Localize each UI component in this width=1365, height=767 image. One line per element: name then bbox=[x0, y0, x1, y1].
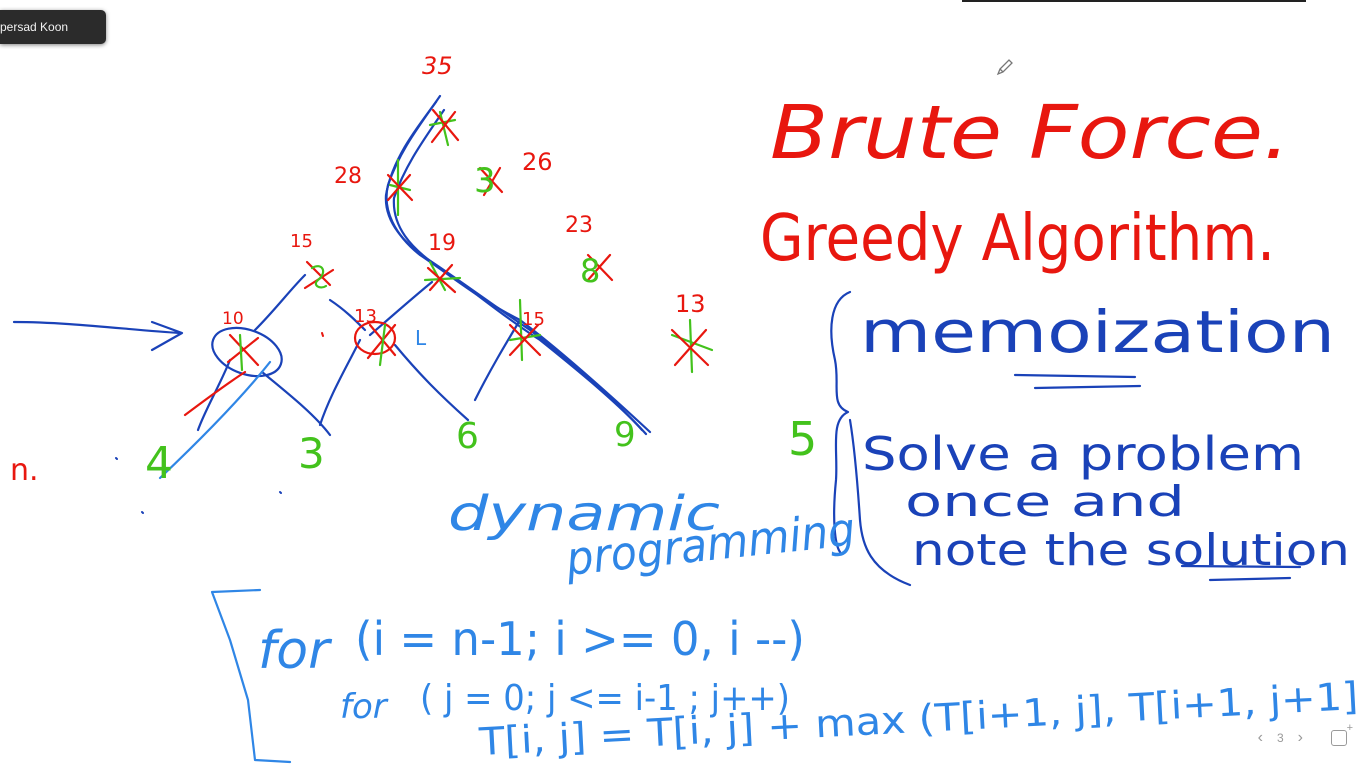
total-13-far: 13 bbox=[675, 290, 706, 318]
code-line1: (i = n-1; i >= 0, i --) bbox=[355, 612, 805, 666]
memo-brace bbox=[830, 290, 852, 554]
total-15-left: 15 bbox=[290, 231, 313, 252]
value-7: 7 bbox=[0, 0, 1, 1]
total-23: 23 bbox=[565, 213, 593, 238]
page-navigator: ‹ 3 › bbox=[1257, 722, 1353, 749]
value-6: 6 bbox=[456, 416, 479, 457]
presenter-name-tag: persad Koon bbox=[0, 10, 106, 44]
total-35: 35 bbox=[422, 52, 453, 80]
value-8: 8 bbox=[580, 252, 600, 290]
memo-title: memoization bbox=[860, 298, 1335, 366]
value-3-bottom: 3 bbox=[298, 429, 325, 478]
memo-line1: Solve a problem bbox=[862, 427, 1304, 481]
new-page-icon[interactable] bbox=[1331, 722, 1353, 746]
total-15-right: 15 bbox=[522, 309, 545, 330]
side-value-5: 5 bbox=[788, 412, 817, 466]
memo-line3: note the solution bbox=[912, 525, 1350, 576]
code-line2-keyword: for bbox=[340, 687, 389, 727]
code-line1-keyword: for bbox=[258, 621, 333, 681]
total-28: 28 bbox=[334, 164, 362, 189]
prev-page-button[interactable]: ‹ bbox=[1257, 729, 1263, 746]
presenter-name: persad Koon bbox=[0, 20, 69, 34]
total-19: 19 bbox=[428, 231, 456, 256]
total-13-mid: 13 bbox=[354, 306, 377, 327]
stray-n: n. bbox=[10, 453, 39, 488]
code-line2: ( j = 0; j <= i-1 ; j++) bbox=[420, 678, 790, 719]
dp-word1: dynamic bbox=[448, 486, 720, 542]
input-arrow bbox=[12, 320, 184, 352]
code-bracket bbox=[210, 588, 292, 764]
value-3-top: 3 bbox=[474, 161, 496, 201]
mark-L: L bbox=[415, 326, 427, 350]
value-9: 9 bbox=[614, 415, 636, 455]
value-4: 4 bbox=[145, 438, 173, 489]
pencil-icon bbox=[996, 59, 1013, 76]
total-26: 26 bbox=[522, 148, 553, 176]
total-10: 10 bbox=[222, 309, 244, 329]
next-page-button[interactable]: › bbox=[1297, 729, 1303, 746]
heading-brute-force: Brute Force. bbox=[770, 90, 1290, 176]
page-number: 3 bbox=[1276, 731, 1284, 745]
heading-greedy: Greedy Algorithm. bbox=[760, 202, 1275, 276]
tree-edges bbox=[196, 94, 652, 437]
solution-brace bbox=[848, 418, 912, 587]
node-marks bbox=[226, 108, 714, 374]
highlight-path bbox=[158, 360, 272, 480]
memo-line2: once and bbox=[905, 477, 1185, 526]
value-4-far: 4 bbox=[0, 0, 1, 1]
top-rule bbox=[962, 0, 1306, 2]
red-arrow-stroke bbox=[183, 370, 247, 417]
